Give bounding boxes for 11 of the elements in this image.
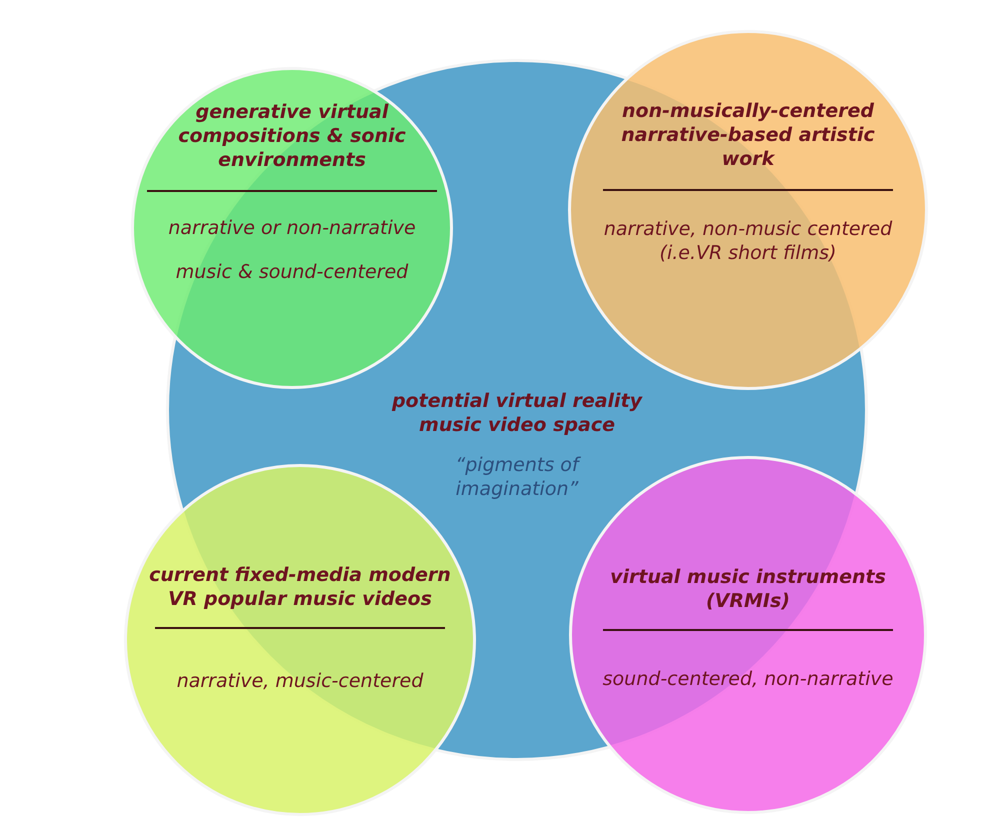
circle-description: music & sound-centered (174, 260, 410, 284)
circle-description: sound-centered, non-narrative (602, 667, 894, 691)
circle-description: narrative, music-centered (176, 669, 424, 693)
circle-heading: non-musically-centered narrative-based artistic work (620, 99, 876, 171)
central-title: potential virtual reality music video space (390, 389, 644, 437)
circle-heading: generative virtual compositions & sonic environments (177, 100, 407, 172)
circle-heading: virtual music instruments (VRMIs) (609, 565, 887, 613)
circle-heading: current fixed-media modern VR popular music videos (148, 563, 452, 611)
circle-description: narrative, non-music centered (i.e.VR short films) (602, 217, 894, 265)
circle-description: narrative or non-narrative (167, 216, 417, 240)
central-quote: “pigments of imagination” (454, 453, 582, 501)
